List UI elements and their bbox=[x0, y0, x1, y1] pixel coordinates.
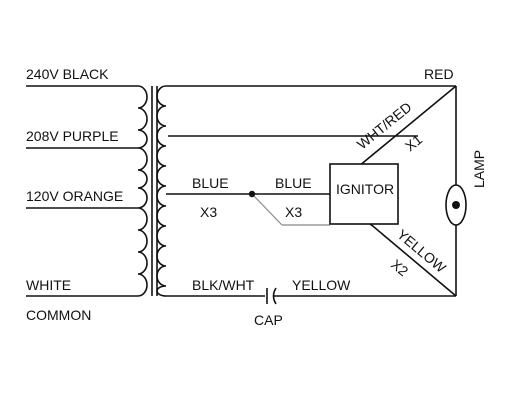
lamp-arc-dot bbox=[452, 201, 460, 209]
common-label: COMMON bbox=[26, 307, 91, 323]
tap-120v-label: 120V ORANGE bbox=[26, 188, 123, 204]
cap-plate-right bbox=[272, 287, 277, 305]
blue-left-label: BLUE bbox=[192, 175, 229, 191]
ignitor-label: IGNITOR bbox=[336, 181, 394, 197]
x3-left-label: X3 bbox=[200, 204, 217, 220]
white-label: WHITE bbox=[26, 277, 71, 293]
red-label: RED bbox=[424, 66, 454, 82]
blue-x3-jumper bbox=[251, 193, 283, 226]
x1-label: X1 bbox=[402, 131, 426, 154]
blue-right-label: BLUE bbox=[275, 175, 312, 191]
junction-dot bbox=[248, 190, 256, 198]
yellow-bottom-label: YELLOW bbox=[292, 277, 351, 293]
lamp-label: LAMP bbox=[471, 150, 487, 188]
ignitor-box bbox=[329, 163, 399, 225]
x2-label: X2 bbox=[388, 256, 412, 279]
x3-right-label: X3 bbox=[285, 204, 302, 220]
blk-wht-label: BLK/WHT bbox=[192, 277, 255, 293]
primary-coil bbox=[137, 85, 148, 297]
cap-label: CAP bbox=[254, 312, 283, 328]
secondary-coil bbox=[156, 85, 167, 297]
tap-208v-label: 208V PURPLE bbox=[26, 128, 119, 144]
tap-240v-label: 240V BLACK bbox=[26, 66, 109, 82]
lamp-icon bbox=[445, 184, 467, 226]
